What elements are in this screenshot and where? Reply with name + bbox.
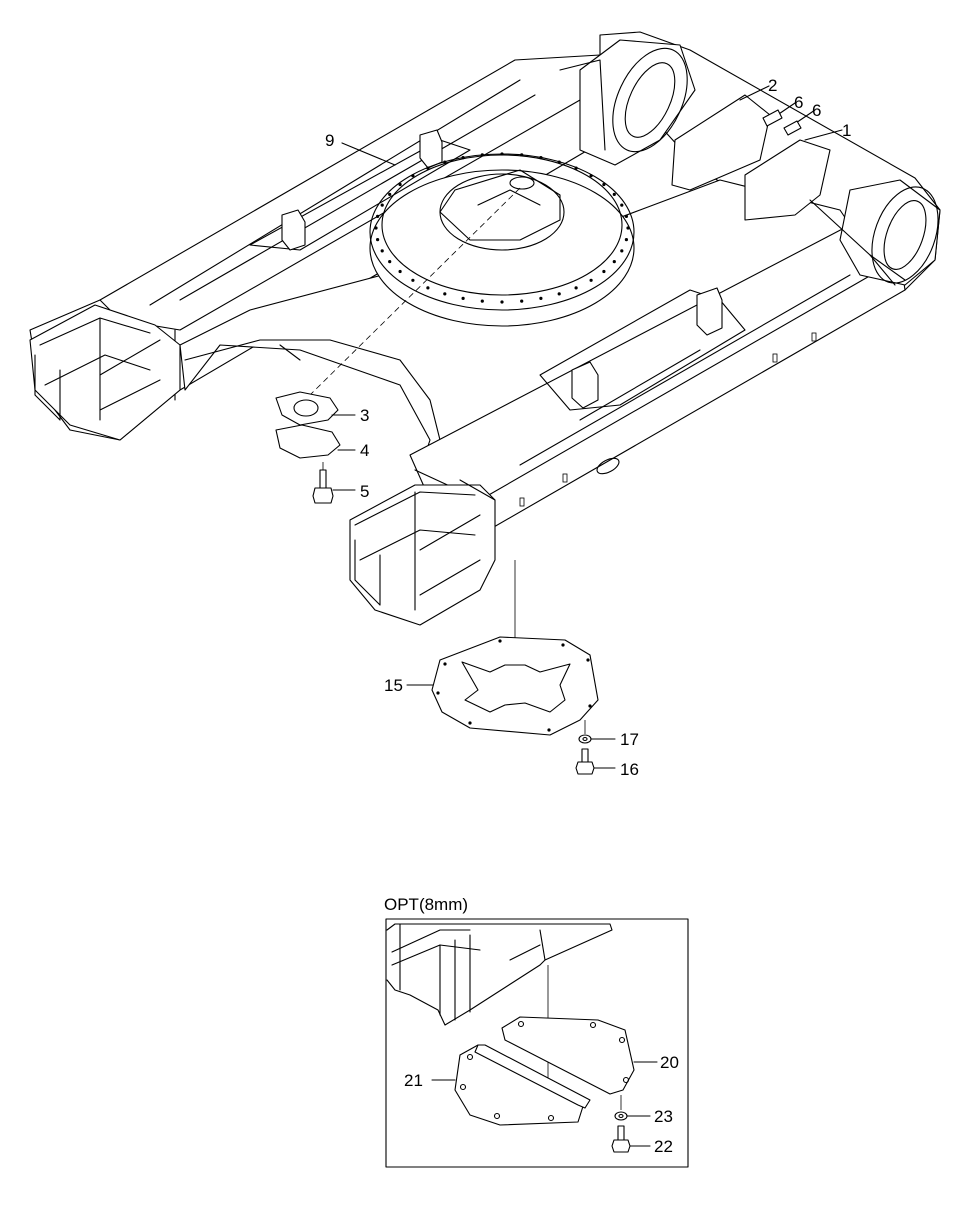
callout-2: 2 (768, 76, 777, 95)
bolt-hole (374, 226, 378, 230)
callout-6-a: 6 (794, 93, 803, 112)
inset-title: OPT(8mm) (384, 895, 468, 914)
bolt-hole (574, 286, 578, 290)
bolt-hole (411, 174, 415, 178)
bolt-hole (461, 156, 465, 160)
swing-bearing-ring (369, 153, 635, 327)
bolt-hole (602, 269, 606, 274)
bolt-hole (539, 156, 543, 160)
bolt-hole (376, 214, 380, 218)
bolt-hole (520, 153, 524, 157)
bolt-hole (426, 166, 430, 170)
bolt-hole (443, 160, 447, 164)
bolt-hole (376, 238, 380, 242)
leader-lines (331, 85, 843, 769)
callout-22: 22 (654, 1137, 673, 1156)
bolt-hole (388, 260, 392, 264)
inset-frame (385, 918, 689, 1168)
bolt-hole (589, 278, 593, 282)
callout-20: 20 (660, 1053, 679, 1072)
callout-1: 1 (842, 121, 851, 140)
grease-cover-plate-3 (275, 391, 339, 426)
bolt-hole (620, 203, 624, 207)
bolt-16 (575, 748, 595, 775)
callout-6-b: 6 (812, 101, 821, 120)
bolt-hole (539, 296, 543, 300)
bolt-hole (620, 249, 624, 253)
bolt-hole (398, 182, 402, 187)
bolt-hole (602, 182, 606, 187)
bolt-hole (480, 153, 484, 157)
bolt-hole (626, 226, 630, 230)
bolt-hole (612, 192, 616, 196)
washer-23 (614, 1111, 628, 1121)
bolt-hole (557, 292, 561, 296)
bolt-hole (461, 296, 465, 300)
bolt-hole (426, 286, 430, 290)
bolt-hole (443, 292, 447, 296)
bolt-hole (380, 249, 384, 253)
callout-3: 3 (360, 406, 369, 425)
bolt-hole (411, 278, 415, 282)
callout-15: 15 (384, 676, 403, 695)
bolt-hole (557, 160, 561, 164)
bolt-hole (380, 203, 384, 207)
bolt-hole (612, 260, 616, 264)
bolt-hole (500, 152, 504, 156)
bolt-hole (624, 214, 629, 218)
bolt-hole (480, 299, 484, 303)
bolt-hole (624, 238, 629, 242)
bolt-5 (312, 469, 334, 504)
gasket-4 (275, 424, 341, 459)
track-frame (29, 31, 941, 626)
callout-21: 21 (404, 1071, 423, 1090)
callout-4: 4 (360, 441, 369, 460)
bolt-hole (589, 174, 593, 178)
undercover-plate-20 (501, 1016, 635, 1095)
ring-bolt-holes (374, 152, 630, 304)
callout-5: 5 (360, 482, 369, 501)
bolt-hole (398, 269, 402, 274)
callout-9: 9 (325, 131, 334, 150)
adapter-6 (762, 109, 802, 136)
bolt-hole (574, 166, 578, 170)
bolt-hole (388, 192, 392, 196)
bolt-hole (520, 299, 524, 303)
undercover-plate-15 (431, 636, 599, 736)
callout-16: 16 (620, 760, 639, 779)
callout-17: 17 (620, 730, 639, 749)
option-inset: OPT(8mm) (384, 895, 689, 1168)
callout-23: 23 (654, 1107, 673, 1126)
washer-17 (578, 734, 592, 744)
bolt-22 (611, 1125, 631, 1153)
bolt-hole (500, 300, 504, 304)
